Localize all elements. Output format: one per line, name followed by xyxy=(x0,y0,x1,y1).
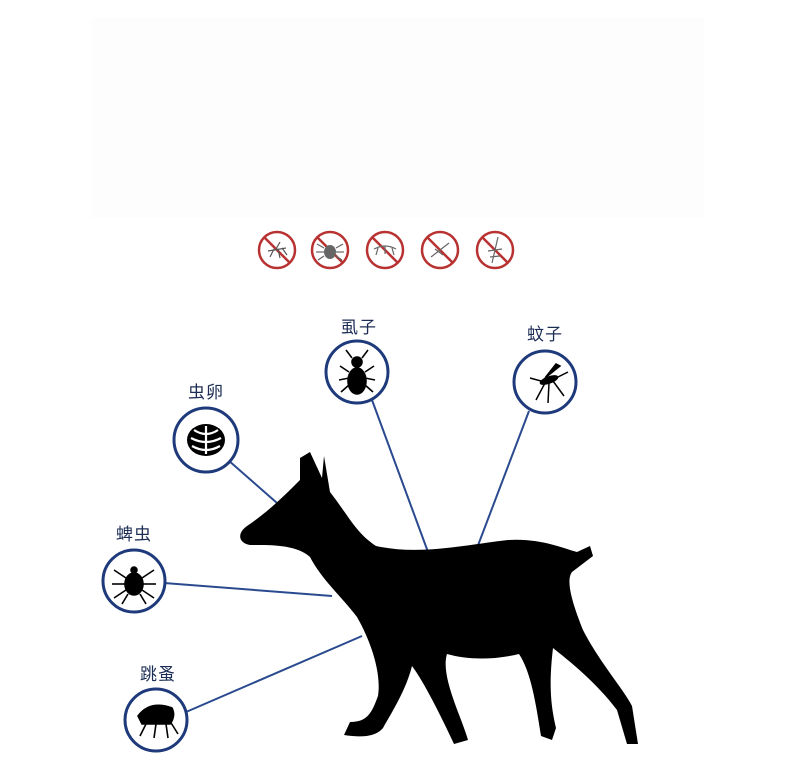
louse-connector xyxy=(371,399,429,553)
egg-icon xyxy=(187,424,225,456)
tick-icon xyxy=(112,566,156,605)
mosquito-badge xyxy=(512,349,578,415)
top-blank-panel xyxy=(92,18,704,218)
flea-connector xyxy=(185,635,363,713)
egg-badge xyxy=(172,406,240,474)
tick-label: 蜱虫 xyxy=(116,525,152,545)
louse-label: 虱子 xyxy=(341,318,377,338)
egg-label: 虫卵 xyxy=(188,383,224,403)
mosquito-label: 蚊子 xyxy=(527,325,563,345)
ban-tick-icon xyxy=(310,230,350,270)
ban-louse-icon xyxy=(420,230,460,270)
flea-label: 跳蚤 xyxy=(140,665,176,685)
dog-silhouette xyxy=(240,452,638,744)
tick-badge xyxy=(101,548,167,614)
flea-icon xyxy=(137,704,179,739)
ban-fly-icon xyxy=(475,230,515,270)
ban-flea-icon xyxy=(365,230,405,270)
flea-badge xyxy=(123,687,189,753)
louse-icon xyxy=(338,349,376,395)
tick-connector xyxy=(163,582,333,597)
ban-icon-row xyxy=(0,0,790,290)
ban-mosquito-icon xyxy=(257,230,297,270)
mosquito-connector xyxy=(476,410,530,549)
mosquito-icon xyxy=(529,363,569,404)
louse-badge xyxy=(324,339,390,405)
egg-connector xyxy=(227,459,286,511)
